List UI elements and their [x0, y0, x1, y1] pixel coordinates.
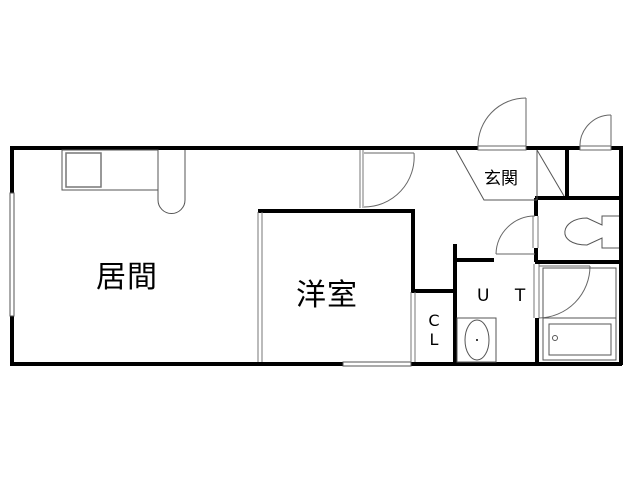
corridor-door-swing: [363, 152, 415, 208]
washbasin: [456, 317, 497, 363]
doors: [363, 97, 612, 319]
room-label-utility: U T: [477, 286, 536, 306]
room-label-closet: C L: [427, 311, 441, 349]
thin-walls: [257, 150, 540, 362]
closet-label-line2: L: [429, 330, 439, 349]
bathtub: [542, 267, 617, 361]
storage-door-swing: [579, 114, 612, 149]
toilet: [564, 215, 619, 249]
windows: [9, 192, 412, 367]
refrigerator-space: [157, 150, 186, 214]
entrance-door-swing: [477, 97, 527, 149]
room-label-western-room: 洋室: [296, 278, 358, 313]
interior-walls: [258, 148, 622, 366]
entrance-door-frame: [477, 145, 527, 151]
bath-door-swing: [538, 265, 591, 319]
outer-walls: [10, 146, 623, 366]
room-label-entrance: 玄関: [484, 169, 518, 189]
storage-door-frame: [579, 145, 612, 151]
kitchen-counter: [61, 149, 186, 214]
window-bottom: [342, 361, 412, 367]
closet-label-line1: C: [428, 311, 440, 330]
entrance-step: [455, 149, 565, 201]
window-left: [9, 192, 15, 317]
room-label-living: 居間: [96, 260, 158, 295]
sink: [65, 152, 102, 188]
toilet-door-swing: [495, 215, 536, 255]
